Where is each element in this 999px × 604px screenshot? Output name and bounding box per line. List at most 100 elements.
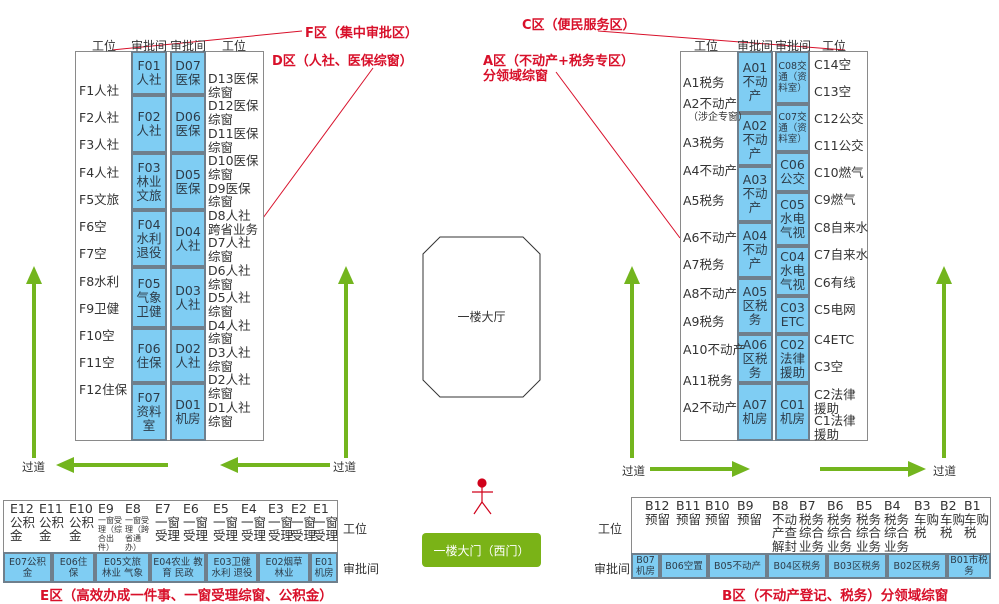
- workstation-c[interactable]: C4ETC: [814, 332, 855, 347]
- approval-room-b[interactable]: B06空置: [660, 553, 708, 579]
- workstation-f[interactable]: F6空: [79, 219, 107, 234]
- approval-room-b[interactable]: B05不动产: [708, 553, 767, 579]
- approval-room-f[interactable]: F04水利退役: [131, 210, 167, 267]
- workstation-a[interactable]: A6不动产: [683, 230, 738, 245]
- workstation-a[interactable]: A5税务: [683, 193, 725, 208]
- workstation-f[interactable]: F5文旅: [79, 192, 120, 207]
- workstation-f[interactable]: F10空: [79, 328, 115, 343]
- approval-room-a[interactable]: A03不动产: [737, 166, 773, 222]
- workstation-a[interactable]: A4不动产: [683, 163, 738, 178]
- main-entrance-button[interactable]: 一楼大门（西门）: [422, 533, 541, 567]
- workstation-f[interactable]: F1人社: [79, 83, 120, 98]
- approval-room-b[interactable]: B04区税务: [767, 553, 827, 579]
- approval-room-b[interactable]: B01市税务: [947, 553, 991, 579]
- approval-room-a[interactable]: A01不动产: [737, 51, 773, 113]
- approval-room-d[interactable]: D02人社: [170, 328, 206, 383]
- approval-room-b[interactable]: B02区税务: [887, 553, 947, 579]
- workstation-c[interactable]: C3空: [814, 359, 844, 374]
- workstation-f[interactable]: F3人社: [79, 137, 120, 152]
- workstation-a[interactable]: A9税务: [683, 314, 725, 329]
- approval-room-d[interactable]: D01机房: [170, 383, 206, 441]
- approval-room-c[interactable]: C07交通（资料室）: [775, 104, 810, 152]
- approval-room-b[interactable]: B07机房: [631, 553, 660, 579]
- approval-room-e[interactable]: E03卫健 水利 退役: [206, 552, 258, 583]
- approval-room-d[interactable]: D04人社: [170, 210, 206, 267]
- workstation-a[interactable]: A2不动产: [683, 96, 738, 111]
- workstation-d[interactable]: D6人社综窗: [208, 262, 251, 292]
- workstation-d[interactable]: D10医保综窗: [208, 153, 259, 182]
- approval-room-d[interactable]: D03人社: [170, 267, 206, 328]
- approval-room-c[interactable]: C04水电气视: [775, 246, 810, 296]
- approval-room-e[interactable]: E04农业 教育 民政: [150, 552, 206, 583]
- approval-room-e[interactable]: E05文旅 林业 气象: [95, 552, 150, 583]
- workstation-f[interactable]: F11空: [79, 355, 115, 370]
- workstation-a[interactable]: A11税务: [683, 373, 733, 388]
- workstation-c[interactable]: C11公交: [814, 138, 864, 153]
- workstation-d[interactable]: D9医保综窗: [208, 180, 251, 210]
- workstation-c[interactable]: C12公交: [814, 111, 864, 126]
- workstation-d[interactable]: D11医保综窗: [208, 125, 259, 155]
- approval-room-f[interactable]: F06住保: [131, 328, 167, 383]
- approval-room-c[interactable]: C05水电气视: [775, 192, 810, 246]
- workstation-d[interactable]: D8人社跨省业务: [208, 208, 259, 237]
- workstation-d[interactable]: D4人社综窗: [208, 317, 251, 347]
- approval-room-c[interactable]: C03 ETC: [775, 296, 810, 334]
- workstation-f[interactable]: F8水利: [79, 274, 120, 289]
- approval-room-c[interactable]: C01机房: [775, 383, 810, 441]
- workstation-d[interactable]: D12医保综窗: [208, 98, 259, 128]
- workstation-a[interactable]: A10不动产: [683, 342, 745, 357]
- workstation-f[interactable]: F9卫健: [79, 301, 120, 316]
- approval-room-a[interactable]: A02不动产: [737, 113, 773, 166]
- workstation-f[interactable]: F12住保: [79, 382, 128, 397]
- approval-room-f[interactable]: F02人社: [131, 95, 167, 153]
- approval-room-c[interactable]: C02法律援助: [775, 334, 810, 383]
- approval-room-b[interactable]: B03区税务: [827, 553, 887, 579]
- workstation-c[interactable]: C5电网: [814, 302, 856, 317]
- approval-room-d[interactable]: D05医保: [170, 153, 206, 210]
- workstation-a[interactable]: A1税务: [683, 75, 725, 90]
- workstation-a[interactable]: A2不动产: [683, 400, 738, 415]
- workstation-d[interactable]: D3人社综窗: [208, 345, 251, 374]
- approval-room-f[interactable]: F07资料室: [131, 383, 167, 441]
- approval-room-d[interactable]: D06医保: [170, 95, 206, 153]
- approval-room-a[interactable]: A07机房: [737, 383, 773, 441]
- approval-room-f[interactable]: F05气象卫健: [131, 267, 167, 328]
- workstation-f[interactable]: F4人社: [79, 165, 120, 180]
- approval-room-f[interactable]: F03林业文旅: [131, 153, 167, 210]
- workstation-f[interactable]: F2人社: [79, 110, 120, 125]
- approval-room-e[interactable]: E06住保: [52, 552, 95, 583]
- workstation-a[interactable]: A3税务: [683, 135, 725, 150]
- workstation-d[interactable]: D7人社综窗: [208, 235, 251, 265]
- workstation-c[interactable]: C7自来水: [814, 247, 869, 262]
- workstation-c[interactable]: C8自来水: [814, 220, 869, 235]
- approval-room-a[interactable]: A04不动产: [737, 222, 773, 278]
- approval-room-a[interactable]: A06区税务: [737, 334, 773, 383]
- workstation-a[interactable]: A8不动产: [683, 286, 738, 301]
- approval-room-f[interactable]: F01人社: [131, 51, 167, 95]
- workstation-c[interactable]: C9燃气: [814, 192, 856, 207]
- approval-room-d[interactable]: D07医保: [170, 51, 206, 95]
- workstation-c[interactable]: C1法律援助: [814, 413, 856, 442]
- approval-room-c[interactable]: C08交通（资料室）: [775, 51, 810, 104]
